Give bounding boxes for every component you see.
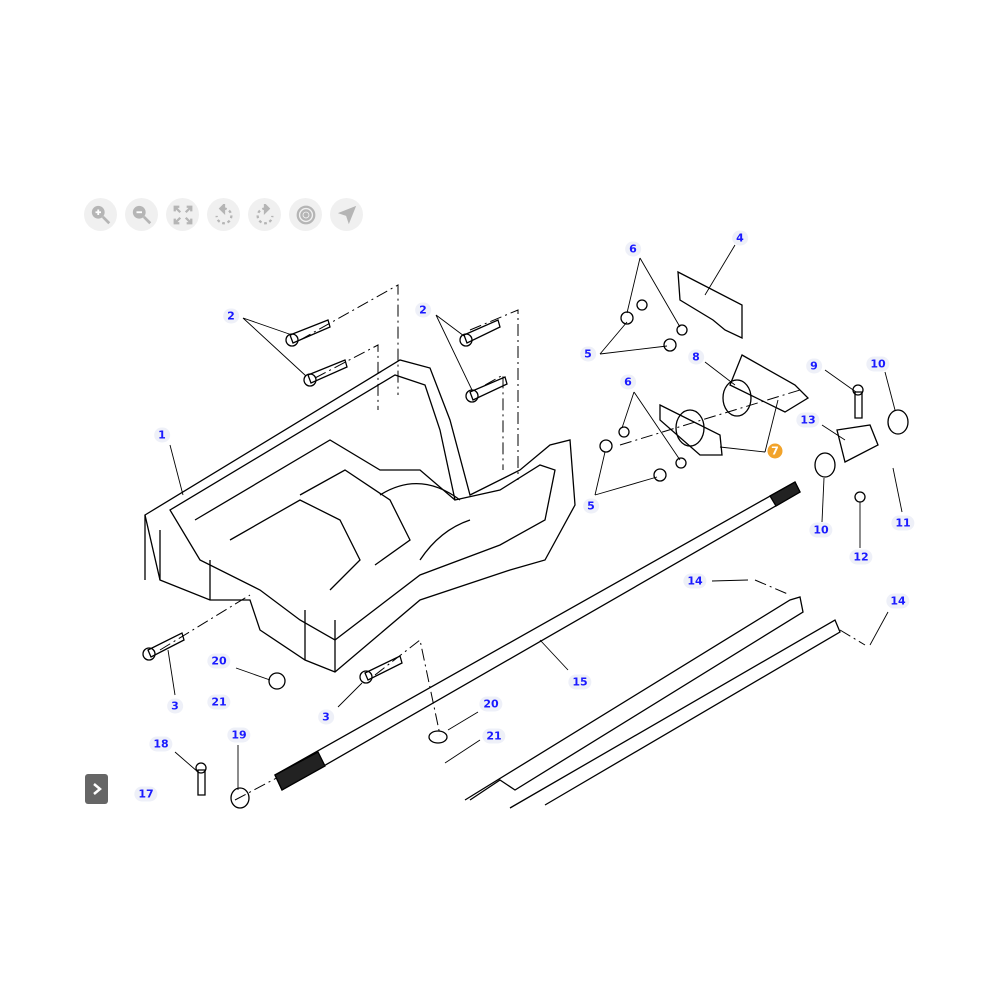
zoom-out-button[interactable] [125,198,158,231]
expand-sidebar-button[interactable] [85,774,108,804]
bolts [142,299,864,796]
navigate-button[interactable] [330,198,363,231]
callout-1[interactable]: 1 [154,427,170,443]
callout-6[interactable]: 6 [625,241,641,257]
callout-21[interactable]: 21 [482,728,506,744]
rotate-left-button[interactable] [207,198,240,231]
shaft-part-15 [274,481,801,791]
rotate-left-icon [215,203,232,224]
target-button[interactable] [289,198,322,231]
callout-18[interactable]: 18 [149,736,173,752]
frame-part-1 [144,359,576,673]
navigate-arrow-icon [337,205,356,224]
fit-screen-button[interactable] [166,198,199,231]
callout-5[interactable]: 5 [583,498,599,514]
rotate-right-icon [256,203,273,224]
callout-21[interactable]: 21 [207,694,231,710]
callout-12[interactable]: 12 [849,549,873,565]
callout-19[interactable]: 19 [227,727,251,743]
callout-9[interactable]: 9 [806,358,822,374]
callout-14[interactable]: 14 [683,573,707,589]
target-icon [296,205,315,224]
callout-8[interactable]: 8 [688,349,704,365]
fit-screen-icon [173,205,192,224]
callout-11[interactable]: 11 [891,515,915,531]
callout-10[interactable]: 10 [866,356,890,372]
callout-15[interactable]: 15 [568,674,592,690]
callout-6[interactable]: 6 [620,374,636,390]
callout-2[interactable]: 2 [223,308,239,324]
chevron-right-icon [92,783,102,795]
callout-4[interactable]: 4 [732,230,748,246]
zoom-in-button[interactable] [84,198,117,231]
callout-13[interactable]: 13 [796,412,820,428]
callout-5[interactable]: 5 [580,346,596,362]
viewer-toolbar [84,198,363,231]
callout-2[interactable]: 2 [415,302,431,318]
callout-10[interactable]: 10 [809,522,833,538]
callout-17[interactable]: 17 [134,786,158,802]
rails-part-16 [464,596,841,809]
callout-3[interactable]: 3 [318,709,334,725]
callout-20[interactable]: 20 [479,696,503,712]
callout-14[interactable]: 14 [886,593,910,609]
zoom-out-icon [132,205,151,224]
bearing-assembly [230,270,909,809]
zoom-in-icon [91,205,110,224]
callout-7-selected[interactable]: 7 [767,443,783,459]
leader-lines [167,244,903,790]
rotate-right-button[interactable] [248,198,281,231]
callout-3[interactable]: 3 [167,698,183,714]
callout-20[interactable]: 20 [207,653,231,669]
